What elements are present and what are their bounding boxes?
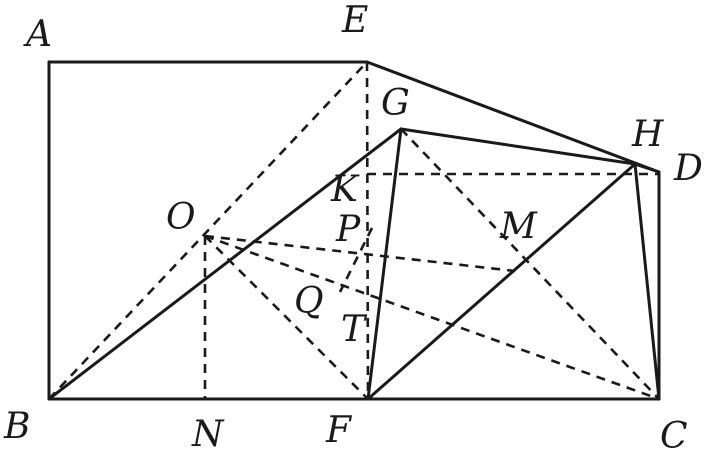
segment-gf: [366, 127, 403, 401]
solid-lines: [47, 60, 661, 401]
label-q: Q: [294, 281, 324, 322]
segment-gc: [400, 128, 660, 400]
label-f: F: [325, 410, 353, 451]
segment-gh: [399, 127, 637, 166]
label-n: N: [191, 414, 225, 452]
label-c: C: [660, 416, 688, 452]
segment-hc: [633, 162, 661, 401]
label-m: M: [499, 206, 538, 247]
point-labels: A E G H D K O P M Q T B N F C: [3, 0, 703, 452]
label-g: G: [381, 83, 410, 124]
segment-bg: [47, 127, 403, 401]
dashed-lines: [48, 61, 660, 401]
label-k: K: [330, 169, 360, 210]
label-d: D: [673, 148, 703, 189]
label-t: T: [341, 309, 368, 350]
segment-fh: [366, 162, 637, 401]
label-h: H: [631, 114, 664, 155]
segment-oc: [204, 234, 660, 401]
label-p: P: [335, 209, 361, 250]
label-b: B: [3, 406, 30, 447]
segment-ef: [365, 61, 370, 400]
segment-be: [48, 61, 368, 400]
segment-pq: [338, 227, 374, 293]
label-o: O: [166, 197, 196, 238]
segment-om: [204, 234, 516, 273]
segment-of: [204, 235, 369, 400]
label-a: A: [23, 14, 52, 55]
segment-hd: [633, 162, 661, 174]
label-e: E: [341, 0, 368, 41]
segment-eh: [365, 60, 661, 174]
